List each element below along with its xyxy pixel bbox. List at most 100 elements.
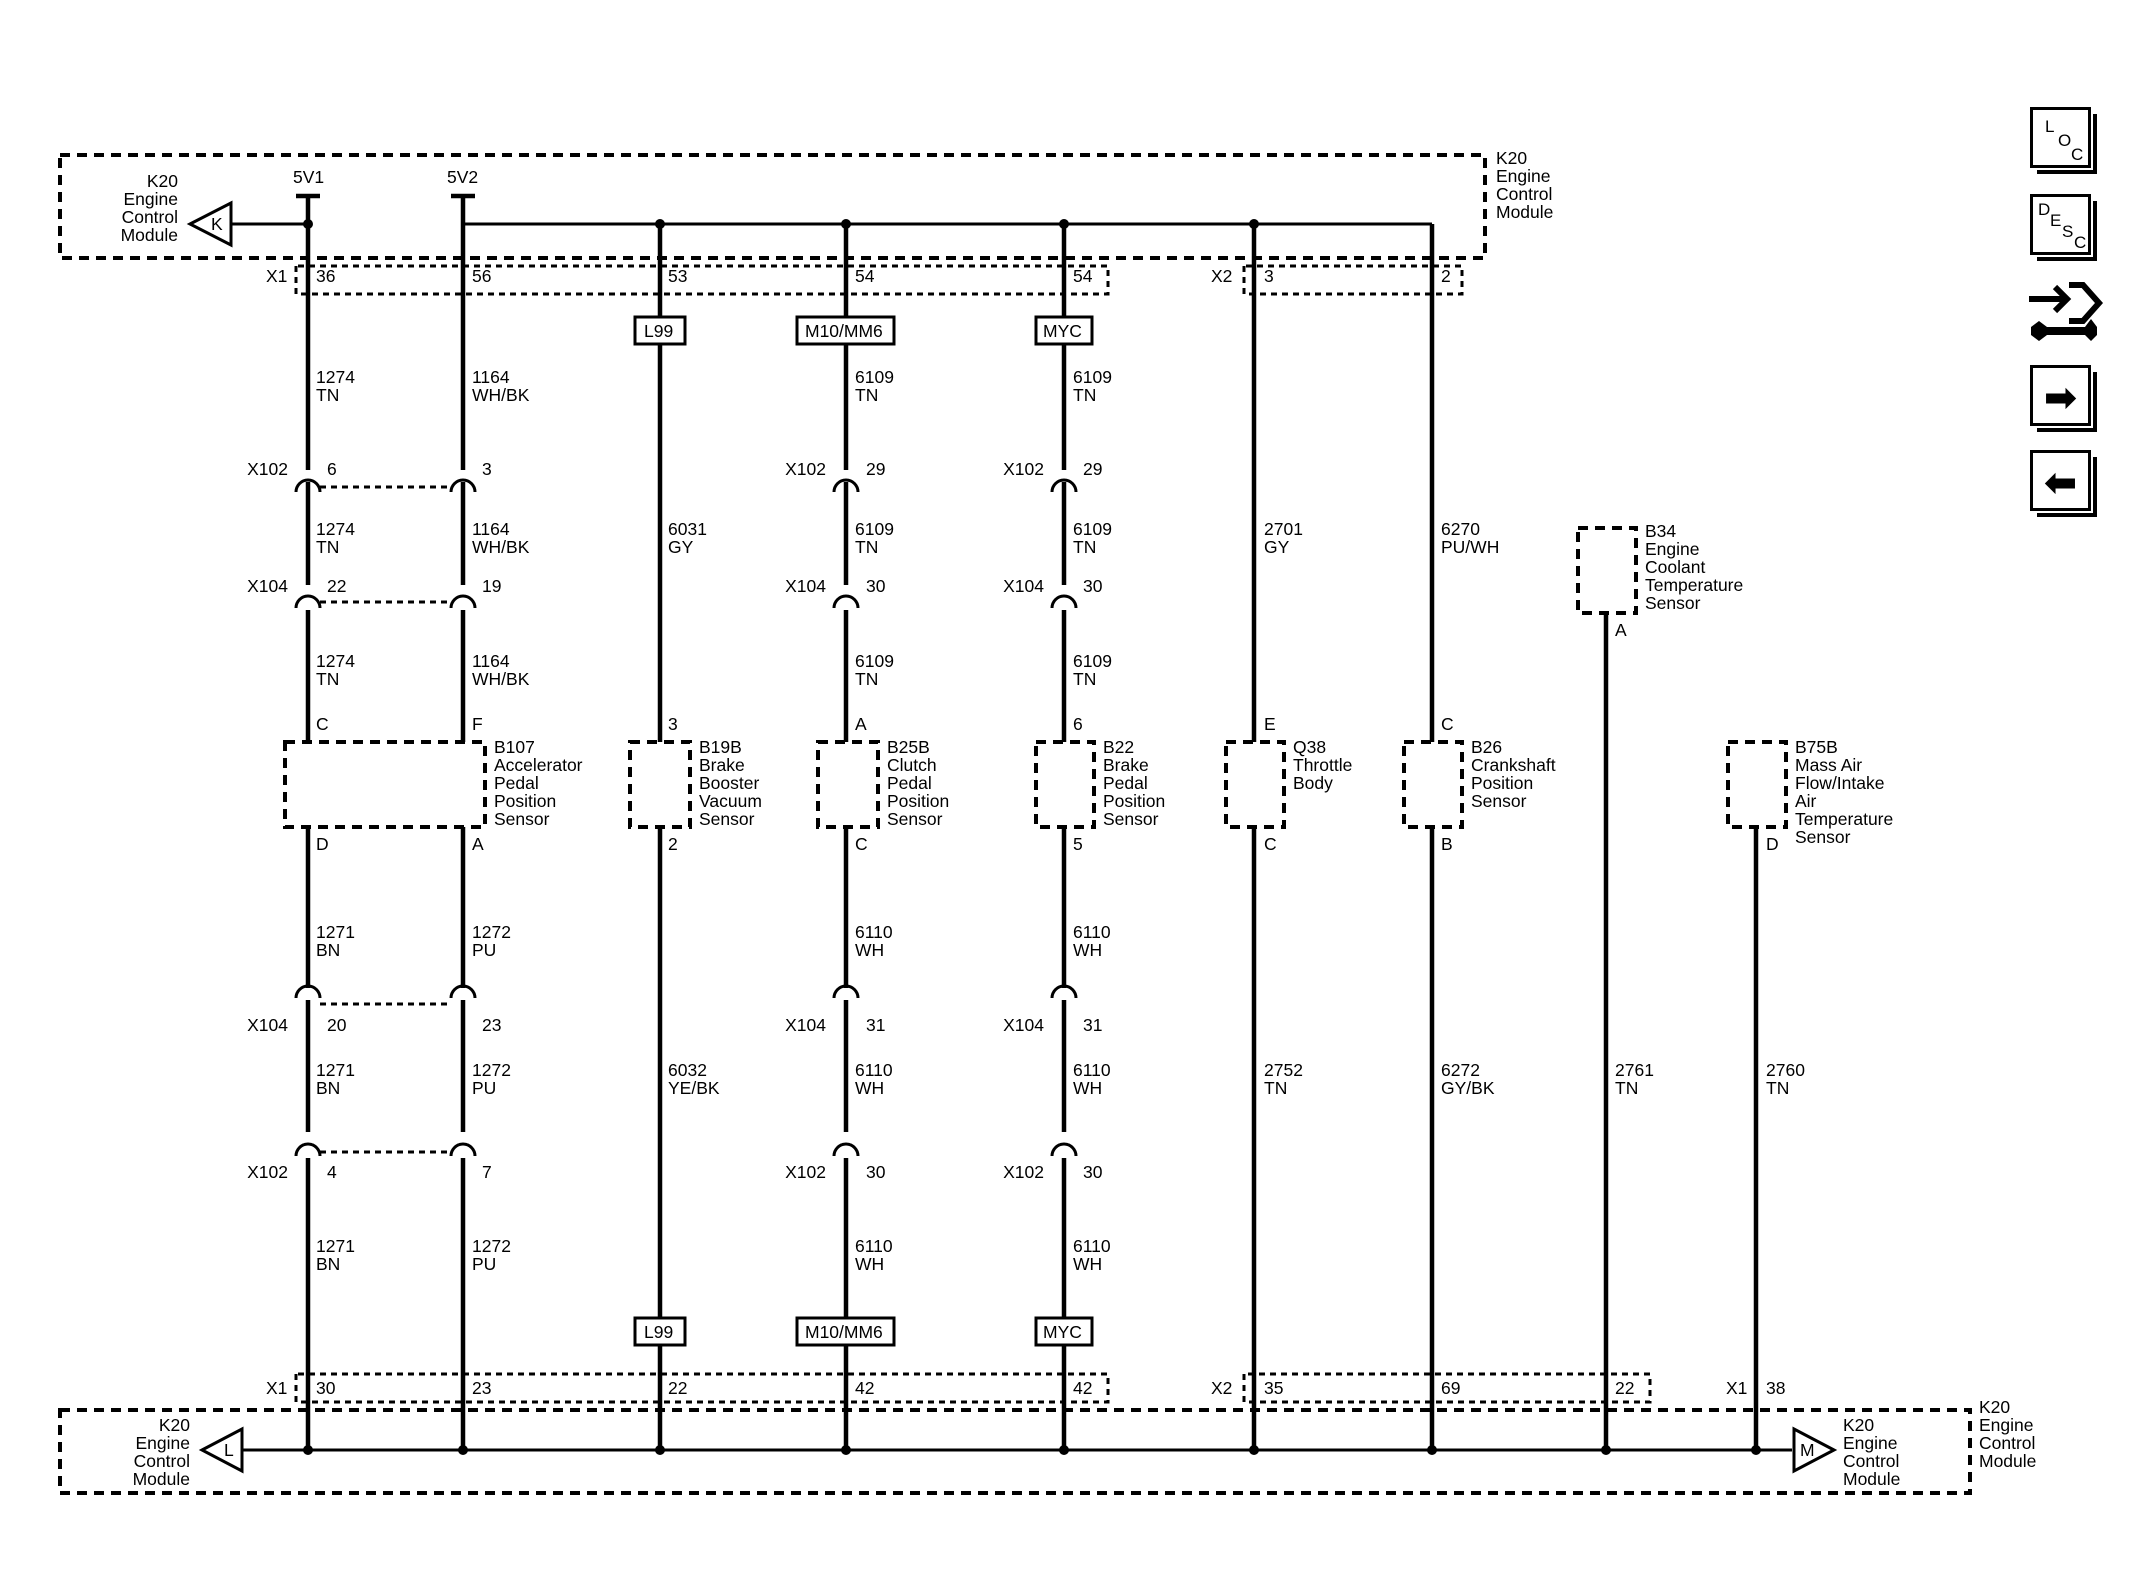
svg-text:A: A — [855, 714, 867, 734]
svg-text:Booster: Booster — [699, 773, 759, 793]
svg-text:7: 7 — [482, 1162, 492, 1182]
svg-text:6109: 6109 — [855, 651, 894, 671]
description-view-button[interactable]: D E S C — [2030, 194, 2097, 261]
5v2-label: 5V2 — [447, 167, 478, 187]
svg-text:Position: Position — [887, 791, 949, 811]
k20-top-left-label: K20 Engine Control Module — [121, 171, 179, 245]
5v1-label: 5V1 — [293, 167, 324, 187]
svg-text:Coolant: Coolant — [1645, 557, 1705, 577]
svg-text:6272: 6272 — [1441, 1060, 1480, 1080]
svg-text:PU/WH: PU/WH — [1441, 537, 1499, 557]
k-reference-triangle — [186, 200, 233, 248]
svg-text:1274: 1274 — [316, 367, 355, 387]
svg-text:Pedal: Pedal — [887, 773, 932, 793]
svg-text:Module: Module — [1843, 1469, 1900, 1489]
svg-text:Brake: Brake — [1103, 755, 1149, 775]
svg-text:Engine: Engine — [1645, 539, 1700, 559]
svg-text:Module: Module — [121, 225, 178, 245]
bottom-pin: 42 — [855, 1378, 874, 1398]
svg-text:Temperature: Temperature — [1645, 575, 1743, 595]
component-pin-labels: C F D A 3 2 A C 6 5 E C C B A D — [316, 620, 1779, 854]
bottom-x1-label: X1 — [266, 1378, 287, 1398]
svg-text:B25B: B25B — [887, 737, 930, 757]
svg-text:Module: Module — [133, 1469, 190, 1489]
svg-text:Control: Control — [122, 207, 178, 227]
svg-text:C: C — [1264, 834, 1277, 854]
location-view-button[interactable]: L O C — [2030, 107, 2097, 174]
svg-text:X104: X104 — [247, 576, 288, 596]
connector-repair-icon[interactable] — [2025, 275, 2105, 347]
svg-text:Engine: Engine — [1843, 1433, 1898, 1453]
option-top-l99: L99 — [644, 321, 673, 341]
svg-text:C: C — [855, 834, 868, 854]
svg-text:6109: 6109 — [855, 519, 894, 539]
svg-text:WH: WH — [1073, 1254, 1102, 1274]
svg-text:PU: PU — [472, 1078, 496, 1098]
component-q38-label: Q38 Throttle Body — [1293, 737, 1352, 793]
k20-bottom-right-label: K20 Engine Control Module — [1979, 1397, 2036, 1471]
svg-text:19: 19 — [482, 576, 501, 596]
svg-text:B34: B34 — [1645, 521, 1676, 541]
top-x2-label: X2 — [1211, 266, 1232, 286]
svg-text:X104: X104 — [1003, 576, 1044, 596]
svg-text:Flow/Intake: Flow/Intake — [1795, 773, 1884, 793]
svg-text:Body: Body — [1293, 773, 1333, 793]
top-pin: 54 — [1073, 266, 1093, 286]
svg-text:6109: 6109 — [855, 367, 894, 387]
svg-text:WH: WH — [855, 1078, 884, 1098]
svg-text:Engine: Engine — [124, 189, 179, 209]
top-pin: 3 — [1264, 266, 1274, 286]
m-reference-triangle — [1792, 1426, 1838, 1474]
svg-text:A: A — [472, 834, 484, 854]
bottom-pin: 22 — [668, 1378, 687, 1398]
svg-text:31: 31 — [866, 1015, 885, 1035]
svg-text:Engine: Engine — [1979, 1415, 2034, 1435]
previous-page-button[interactable]: ⬅ — [2030, 450, 2097, 517]
svg-text:C: C — [316, 714, 329, 734]
bottom-pin: 38 — [1766, 1378, 1785, 1398]
svg-text:6031: 6031 — [668, 519, 707, 539]
svg-text:Air: Air — [1795, 791, 1817, 811]
svg-text:B: B — [1441, 834, 1453, 854]
next-page-button[interactable]: ➡ — [2030, 365, 2097, 432]
svg-text:TN: TN — [316, 669, 339, 689]
svg-text:TN: TN — [1073, 669, 1096, 689]
svg-text:Engine: Engine — [136, 1433, 191, 1453]
component-b34-label: B34 Engine Coolant Temperature Sensor — [1645, 521, 1743, 613]
svg-text:X102: X102 — [1003, 1162, 1044, 1182]
svg-text:K20: K20 — [147, 171, 178, 191]
svg-text:YE/BK: YE/BK — [668, 1078, 720, 1098]
svg-text:1164: 1164 — [472, 651, 510, 671]
svg-text:Sensor: Sensor — [1795, 827, 1851, 847]
svg-text:Q38: Q38 — [1293, 737, 1326, 757]
svg-text:6032: 6032 — [668, 1060, 707, 1080]
svg-text:B22: B22 — [1103, 737, 1134, 757]
svg-text:GY: GY — [1264, 537, 1290, 557]
svg-text:Control: Control — [1843, 1451, 1899, 1471]
svg-text:20: 20 — [327, 1015, 347, 1035]
svg-text:PU: PU — [472, 940, 496, 960]
option-bottom-l99: L99 — [644, 1322, 673, 1342]
svg-text:GY/BK: GY/BK — [1441, 1078, 1495, 1098]
svg-text:6270: 6270 — [1441, 519, 1480, 539]
inline-connector-labels: X102 X104 X104 X102 X102 X104 X104 X102 … — [247, 459, 1044, 1182]
svg-text:4: 4 — [327, 1162, 337, 1182]
top-x1-label: X1 — [266, 266, 287, 286]
svg-text:GY: GY — [668, 537, 694, 557]
option-boxes — [633, 315, 1094, 1347]
svg-text:5: 5 — [1073, 834, 1083, 854]
svg-text:30: 30 — [1083, 576, 1103, 596]
svg-text:K20: K20 — [1979, 1397, 2010, 1417]
component-b26-label: B26 Crankshaft Position Sensor — [1471, 737, 1556, 811]
k20-top-module-outline — [58, 153, 1487, 260]
k-reference-label: K — [211, 214, 223, 234]
svg-text:29: 29 — [866, 459, 885, 479]
svg-text:B19B: B19B — [699, 737, 742, 757]
top-pin: 56 — [472, 266, 491, 286]
svg-text:TN: TN — [316, 385, 339, 405]
inline-connector-arcs — [294, 478, 1078, 1157]
svg-text:3: 3 — [668, 714, 678, 734]
svg-text:Control: Control — [134, 1451, 190, 1471]
svg-text:Sensor: Sensor — [699, 809, 755, 829]
